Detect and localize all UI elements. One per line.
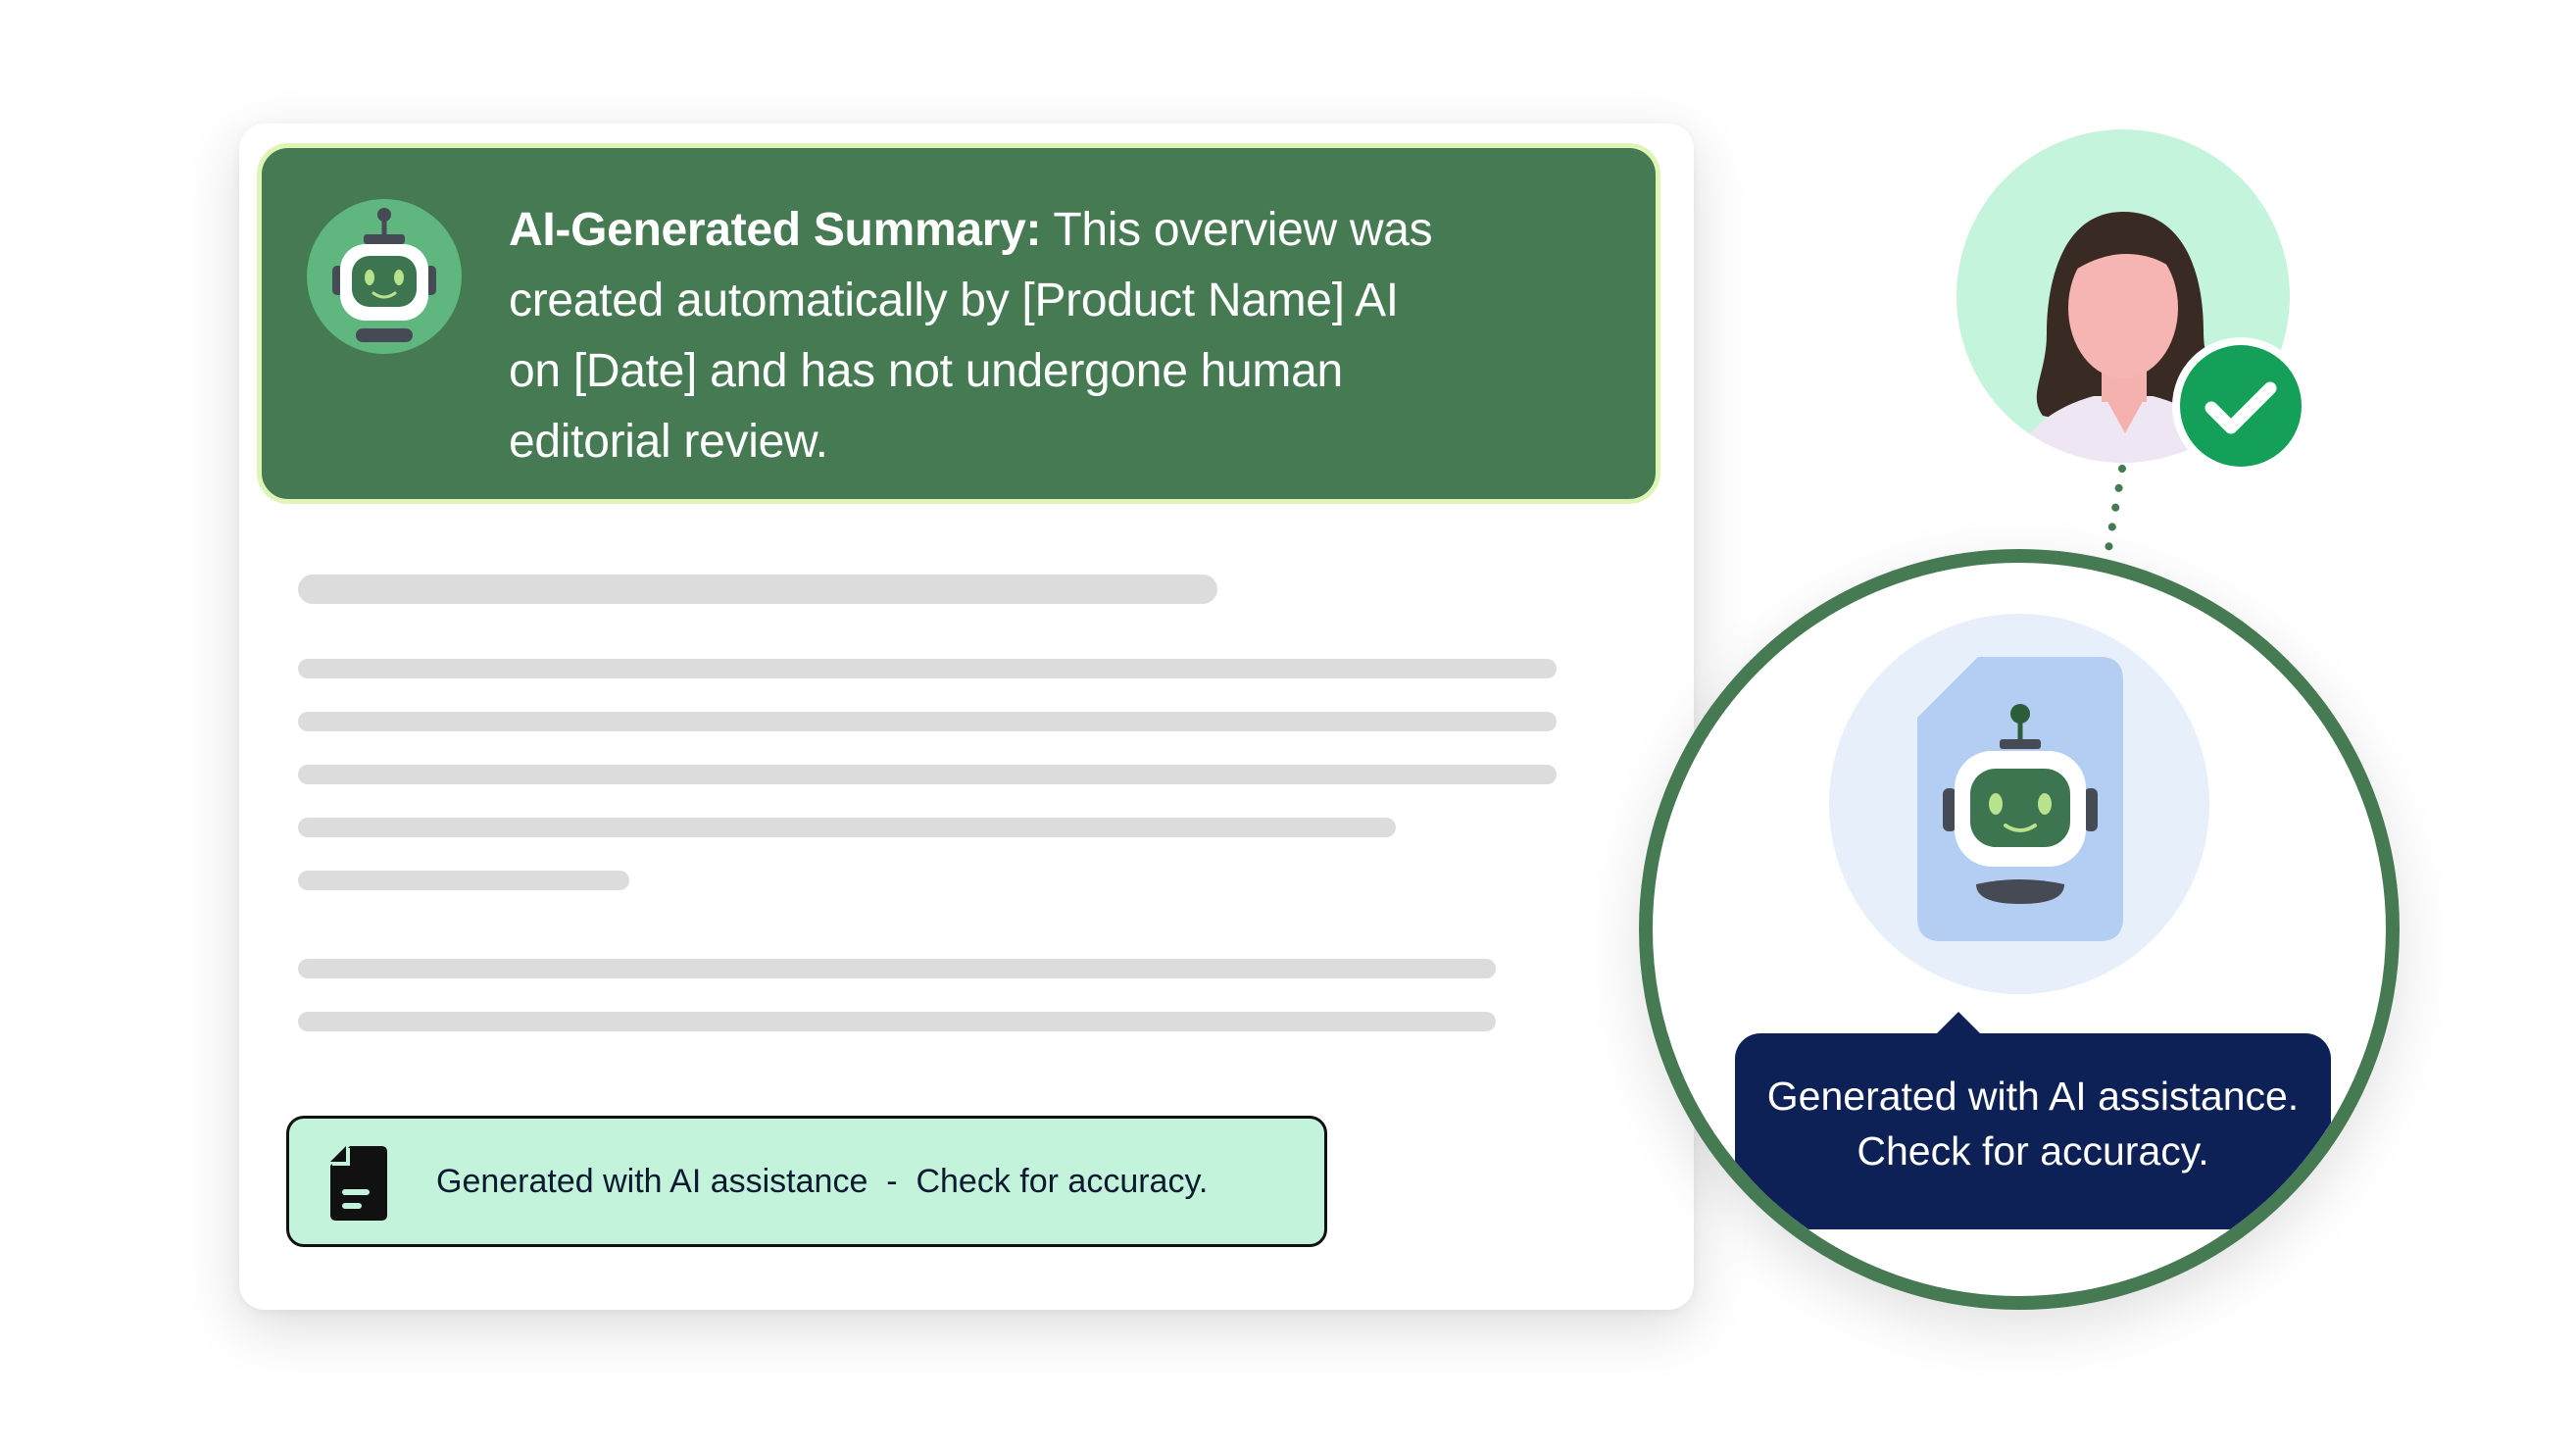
disclaimer-text: Generated with AI assistance - Check for…: [436, 1163, 1209, 1200]
placeholder-line: [298, 712, 1557, 731]
summary-line-4: editorial review.: [509, 416, 828, 468]
placeholder-line: [298, 1012, 1496, 1031]
summary-line-1: This overview was: [1041, 204, 1433, 256]
tooltip-arrow: [1935, 1012, 1982, 1035]
summary-heading: AI-Generated Summary:: [509, 204, 1042, 256]
summary-line-2: created automatically by [Product Name] …: [509, 275, 1399, 326]
placeholder-line: [298, 871, 629, 890]
robot-icon: [307, 199, 462, 354]
tooltip-line-1: Generated with AI assistance.: [1766, 1074, 2300, 1119]
placeholder-line: [298, 659, 1557, 678]
placeholder-title-line: [298, 575, 1217, 604]
document-card: AI-Generated Summary: This overview was …: [239, 124, 1694, 1310]
ai-document-robot-icon: [1917, 657, 2123, 941]
reviewer-connector: [2104, 465, 2126, 559]
ai-assistance-tooltip: Generated with AI assistance. Check for …: [1735, 1033, 2331, 1229]
summary-text: AI-Generated Summary: This overview was …: [509, 195, 1587, 477]
ai-summary-banner: AI-Generated Summary: This overview was …: [257, 143, 1660, 504]
tooltip-line-2: Check for accuracy.: [1857, 1128, 2209, 1174]
placeholder-line: [298, 765, 1557, 784]
document-icon: [330, 1146, 387, 1221]
summary-line-3: on [Date] and has not undergone human: [509, 345, 1343, 397]
ai-disclaimer-bar: Generated with AI assistance - Check for…: [286, 1116, 1327, 1247]
magnified-callout: Generated with AI assistance. Check for …: [1639, 549, 2400, 1310]
check-icon: [2172, 337, 2309, 475]
placeholder-line: [298, 959, 1496, 978]
placeholder-line: [298, 818, 1396, 837]
